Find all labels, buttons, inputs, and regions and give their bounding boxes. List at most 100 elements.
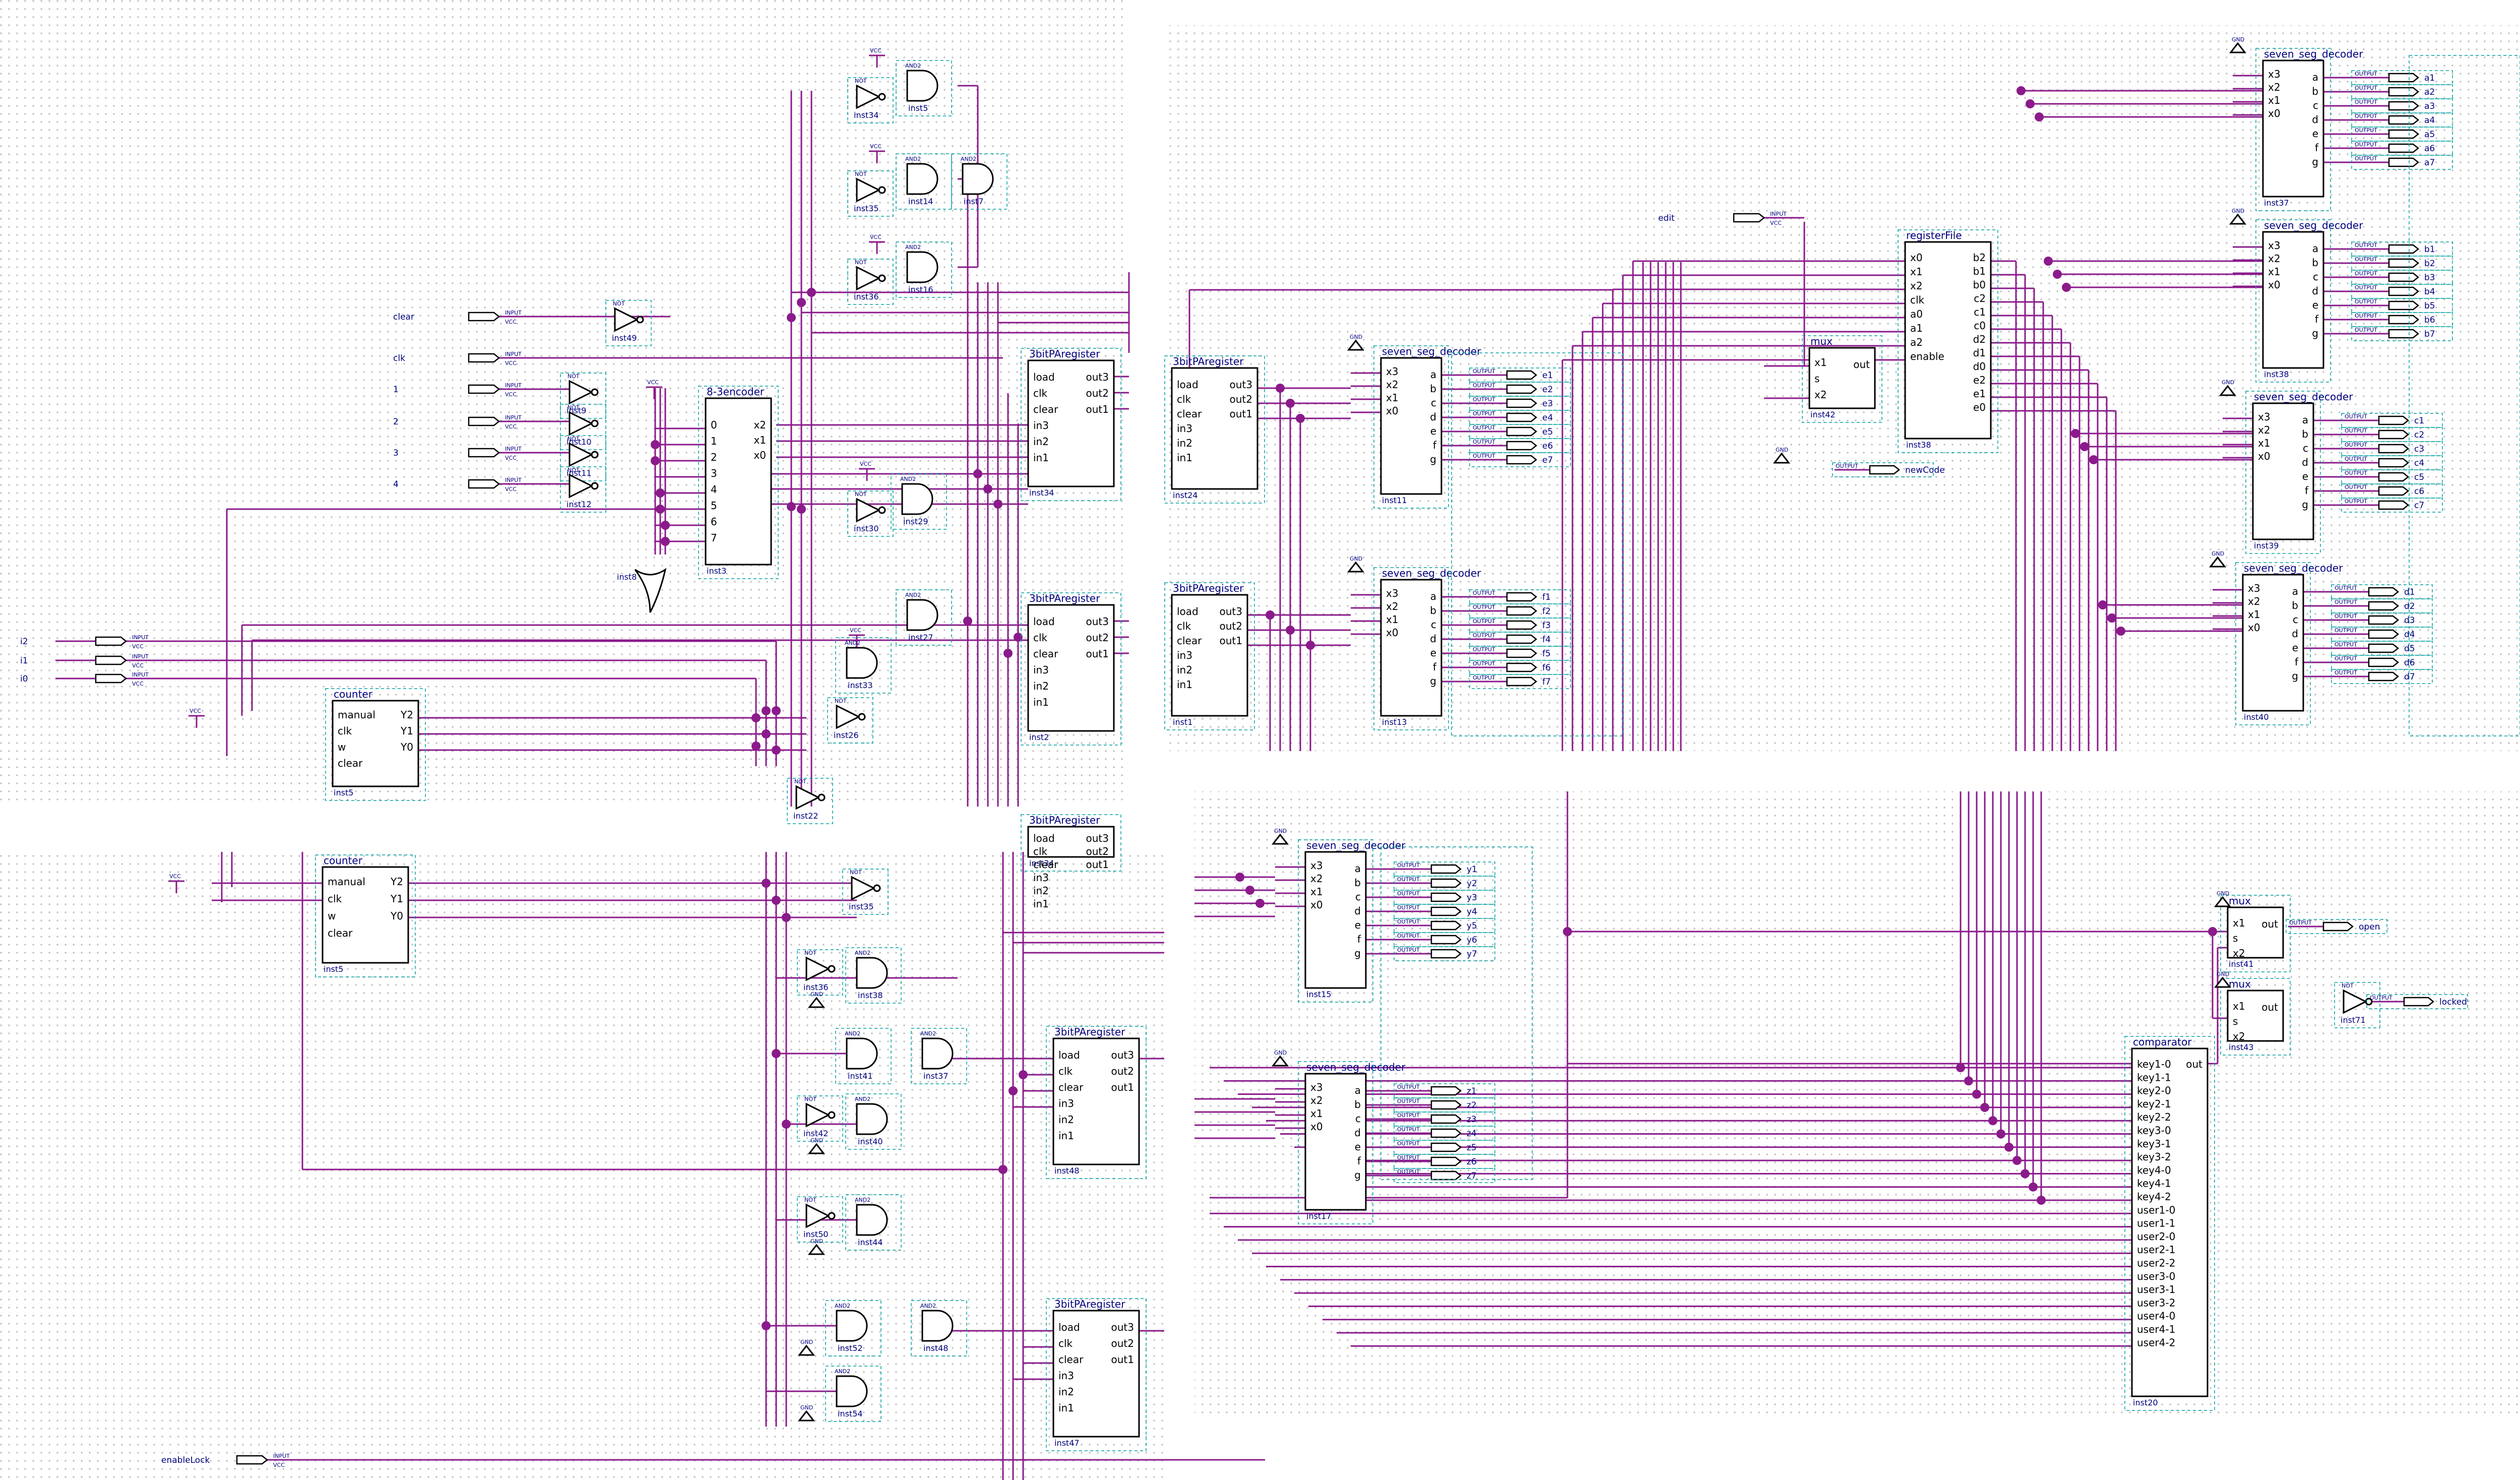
not-gate-body[interactable] (856, 177, 881, 203)
input-port-shape[interactable] (1733, 213, 1766, 223)
output-port-shape[interactable] (2403, 997, 2435, 1007)
output-port-shape[interactable] (2388, 115, 2420, 125)
output-port-shape[interactable] (1506, 455, 1538, 465)
block-body[interactable] (1052, 1037, 1140, 1165)
output-port-shape[interactable] (2378, 500, 2410, 510)
output-port-shape[interactable] (2388, 329, 2420, 339)
and-gate-body[interactable] (846, 647, 878, 679)
block-body[interactable] (332, 700, 419, 787)
block-body[interactable] (1027, 826, 1115, 858)
output-port-shape[interactable] (1506, 592, 1538, 602)
output-port-shape[interactable] (2368, 587, 2400, 597)
output-port-shape[interactable] (2388, 87, 2420, 97)
output-port-shape[interactable] (2378, 429, 2410, 440)
block-body[interactable] (2252, 402, 2314, 540)
block-body[interactable] (705, 397, 772, 566)
block-body[interactable] (2227, 990, 2284, 1042)
output-port-shape[interactable] (2378, 486, 2410, 496)
not-gate-body[interactable] (856, 266, 881, 291)
not-gate-body[interactable] (569, 473, 594, 499)
output-port-shape[interactable] (1506, 662, 1538, 672)
not-gate-body[interactable] (851, 876, 876, 901)
output-port-shape[interactable] (1430, 1128, 1462, 1138)
and-gate-body[interactable] (921, 1310, 954, 1342)
output-port-shape[interactable] (2388, 244, 2420, 254)
output-port-shape[interactable] (1430, 949, 1462, 959)
and-gate-body[interactable] (906, 70, 938, 102)
not-gate-body[interactable] (805, 1102, 831, 1128)
block-body[interactable] (2262, 59, 2324, 198)
input-port-shape[interactable] (468, 479, 500, 489)
output-port-shape[interactable] (2388, 286, 2420, 296)
block-body[interactable] (2131, 1047, 2209, 1397)
output-port-shape[interactable] (1430, 1086, 1462, 1096)
output-port-shape[interactable] (1506, 426, 1538, 437)
block-body[interactable] (1904, 241, 1992, 440)
not-gate-body[interactable] (856, 498, 881, 523)
output-port-shape[interactable] (1506, 370, 1538, 380)
and-gate-body[interactable] (906, 163, 938, 195)
block-cmp[interactable]: comparatorinst20key1-0key1-1key2-0key2-1… (2124, 1036, 2215, 1411)
and-gate-body[interactable] (856, 957, 888, 989)
output-port-shape[interactable] (2388, 300, 2420, 311)
output-port-shape[interactable] (1430, 1100, 1462, 1110)
block-rf[interactable]: registerFileinst38x0x1x2clka0a1a2enableb… (1898, 229, 1998, 453)
block-body[interactable] (1027, 359, 1115, 487)
and-gate-body[interactable] (836, 1310, 868, 1342)
block-body[interactable] (1304, 1073, 1367, 1211)
output-port-shape[interactable] (2388, 101, 2420, 111)
not-gate-body[interactable] (795, 785, 821, 810)
